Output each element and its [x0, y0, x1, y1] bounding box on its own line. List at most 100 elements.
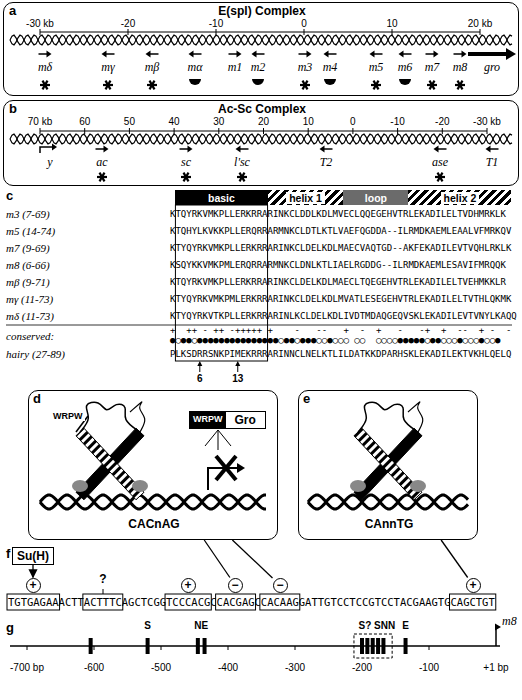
gene-arrowhead — [146, 51, 151, 58]
motif: CAnnTG — [365, 517, 414, 531]
domain-band: helix 2 — [408, 190, 511, 205]
gene-name: l'sc — [234, 155, 250, 170]
sequence: PLKSDRRSNKPIMEKRRRARINNCLNELKTLILDATKKDP… — [170, 348, 511, 360]
node-label: loop — [365, 192, 387, 204]
asterisk-mark — [240, 173, 245, 182]
gene-arrow — [240, 148, 249, 150]
dome-mark — [399, 79, 411, 85]
gene-arrow — [256, 53, 265, 55]
gene-arrowhead — [434, 146, 439, 153]
connector — [441, 540, 468, 578]
gro-arrow — [468, 52, 508, 56]
gene-arrow — [96, 148, 105, 150]
ruler-tick — [218, 128, 219, 134]
scale-label: -300 — [285, 662, 305, 673]
row-name: hairy (27-89) — [6, 348, 65, 360]
asterisk-mark — [438, 173, 443, 182]
gene-name: m4 — [323, 60, 338, 75]
repression-ray — [218, 430, 219, 450]
activator-panel: eCAnnTG — [298, 390, 478, 540]
gene-arrowhead — [236, 146, 241, 153]
protein-loop — [130, 402, 145, 432]
dna-helix — [308, 495, 468, 509]
node-label: − — [276, 579, 283, 591]
asterisk-mark — [303, 81, 308, 90]
scale-label: -500 — [151, 662, 171, 673]
gene-name: m8 — [502, 614, 517, 629]
ruler-tick — [442, 128, 443, 134]
row-name: conserved: — [6, 330, 54, 342]
ruler-tick — [487, 128, 488, 134]
binding-site-bar — [196, 638, 200, 654]
connector — [32, 565, 33, 578]
blocked-arrowhead — [237, 463, 245, 473]
node-label: + — [184, 579, 191, 591]
scale-label: -30 kb — [473, 116, 501, 127]
dome-mark — [189, 79, 201, 85]
dna-helix — [10, 35, 512, 45]
asterisk-mark — [240, 173, 245, 182]
position-arrowhead — [235, 361, 240, 366]
row-name: m3 (7-69) — [6, 208, 50, 220]
sequence: KTYQYRKVMKPMLERKRRARINKCLDELKDLMVATLESEG… — [170, 293, 511, 305]
gene-arrow — [150, 53, 159, 55]
scale-label: 60 — [79, 116, 90, 127]
gene-arrowhead — [399, 51, 404, 58]
ruler-tick — [161, 646, 162, 650]
gene-name: T2 — [320, 155, 333, 170]
block-cross — [216, 456, 236, 480]
position-number: 13 — [232, 373, 243, 384]
protein-loop — [408, 402, 423, 432]
bent-arrow — [40, 147, 52, 153]
sequence: KTQHYLKVKKPLLERQRRARMNKCLDTLKTLVAEFQGDDA… — [170, 225, 511, 237]
title: Ac-Sc Complex — [218, 102, 306, 116]
scale-label: -200 — [352, 662, 372, 673]
asterisk-mark — [150, 81, 155, 90]
binding-site-bar — [203, 638, 207, 654]
dna-contact — [350, 480, 366, 492]
node-label: WRPW — [190, 412, 226, 428]
asterisk-mark — [100, 173, 105, 182]
gene-name: m1 — [228, 60, 243, 75]
domain-band: basic — [175, 190, 267, 205]
scale-label: -600 — [84, 662, 104, 673]
gene-arrowhead — [252, 51, 257, 58]
dna-helix — [40, 495, 266, 509]
node-label: basic — [208, 192, 235, 204]
asterisk-mark — [438, 173, 443, 182]
domain-band: loop — [343, 190, 408, 205]
gene-arrow — [454, 53, 463, 55]
dna-helix — [308, 495, 468, 509]
connector — [204, 540, 230, 578]
ruler-tick — [362, 646, 363, 650]
gene-name: mβ — [145, 60, 160, 75]
gene-name: m2 — [251, 60, 266, 75]
effect-circle: − — [273, 578, 288, 593]
gene-arrow — [438, 148, 447, 150]
node-label: helix 1 — [286, 192, 325, 204]
asterisk-mark — [100, 173, 105, 182]
sequence: KTYQYRKVTKPLLERKRRARINLKCLDELKDLIVDTMDAQ… — [170, 310, 517, 322]
gene-arrowhead — [370, 51, 375, 58]
asterisk-mark — [430, 81, 435, 90]
gro-protein: WRPWGro — [189, 411, 266, 429]
gene-arrowhead — [324, 51, 329, 58]
sequence: KSQYKKVMKPMLERQRRARMNKCLDNLKTLIAELRGDDG-… — [170, 259, 506, 271]
protein-loop — [358, 402, 418, 432]
leader-line — [103, 589, 104, 594]
gene-arrowhead — [52, 144, 57, 151]
asterisk-mark — [303, 81, 308, 90]
site-letter: S? — [359, 620, 372, 631]
dna-helix — [40, 495, 266, 509]
gene-arrowhead — [495, 624, 501, 631]
ruler-tick — [392, 29, 393, 35]
scale-label: 50 — [124, 116, 135, 127]
promoter-line — [10, 645, 500, 647]
scale-label: -700 bp — [10, 662, 44, 673]
asterisk-mark — [106, 81, 111, 90]
site-letter: SNN — [374, 620, 395, 631]
ruler-tick — [295, 646, 296, 650]
dna-contact — [410, 480, 426, 492]
scale-label: 30 — [213, 116, 224, 127]
gene-name: sc — [181, 155, 191, 170]
